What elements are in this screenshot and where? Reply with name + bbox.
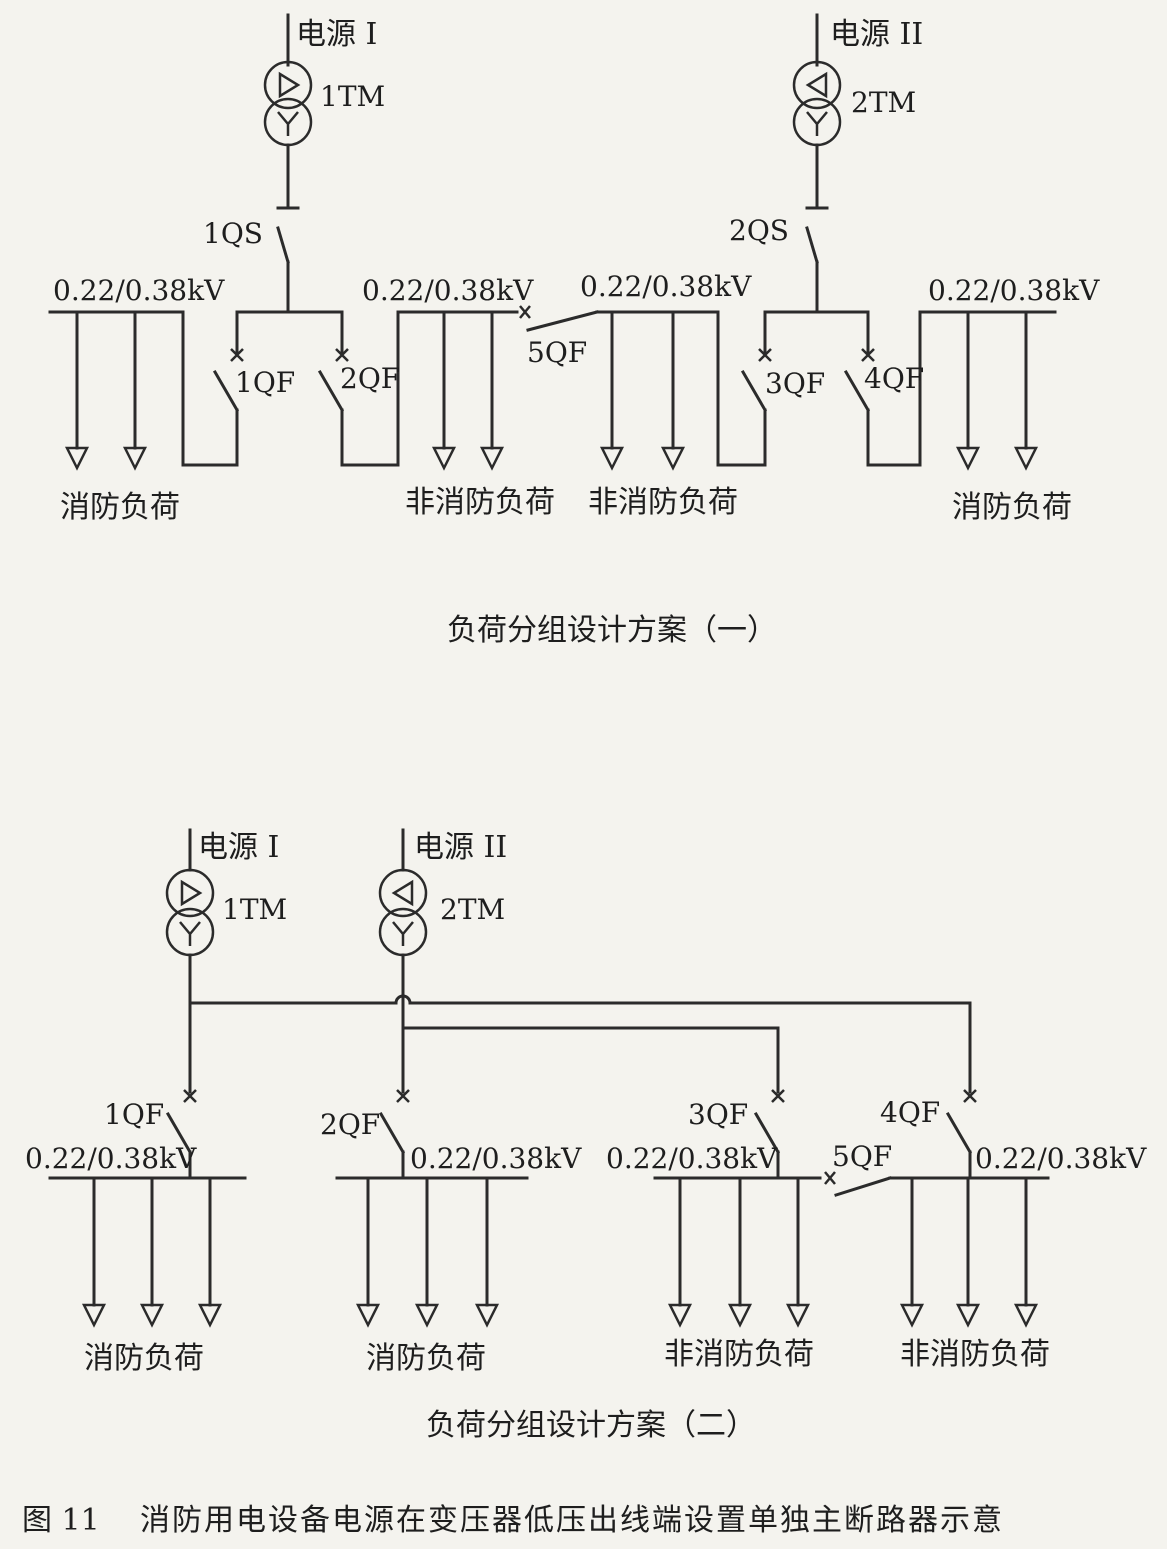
load-label: 消防负荷 [952,490,1072,525]
transformer-1-label: 1TM [320,80,385,113]
scheme-two: 电源 I 电源 II 1TM 2TM 1QF 2QF 3QF 4QF 5QF 0… [25,828,1147,1443]
transformer-1-label: 1TM [222,893,287,926]
switch-2qs [805,226,819,264]
figure-number: 图 11 [22,1503,100,1538]
breaker-label: 5QF [832,1140,892,1173]
breaker-2qf [378,1089,410,1180]
breaker-5qf [824,1171,892,1197]
breaker-4qf [945,1089,977,1180]
source-2-label: 电源 II [414,830,507,865]
load-label: 非消防负荷 [900,1337,1050,1372]
breaker-2qf [317,348,349,467]
scheme-caption: 负荷分组设计方案（一） [447,613,777,648]
scheme-caption: 负荷分组设计方案（二） [426,1408,756,1443]
bus-voltage-label: 0.22/0.38kV [928,274,1100,307]
bus-voltage-label: 0.22/0.38kV [25,1142,197,1175]
bus-voltage-label: 0.22/0.38kV [410,1142,582,1175]
bus-voltage-label: 0.22/0.38kV [975,1142,1147,1175]
breaker-label: 1QF [235,366,295,399]
switch-1qs [276,226,290,264]
bus-voltage-label: 0.22/0.38kV [362,274,534,307]
breaker-5qf [519,305,599,332]
breaker-label: 5QF [527,336,587,369]
transformer-1tm-secondary [263,97,313,147]
load-label: 非消防负荷 [405,485,555,520]
switch-1qs-label: 1QS [203,217,263,250]
breaker-4qf [843,348,875,467]
switch-2qs-label: 2QS [729,214,789,247]
bus-voltage-label: 0.22/0.38kV [606,1142,778,1175]
bus-voltage-label: 0.22/0.38kV [580,270,752,303]
transformer-2tm-primary [378,868,428,918]
scheme-one: 电源 I 电源 II 1TM 2TM 1QS 2QS 0.22/0.38kV 0… [48,13,1100,648]
breaker-label: 2QF [340,362,400,395]
source-2-label: 电源 II [830,17,923,52]
breaker-label: 3QF [765,367,825,400]
breaker-3qf [740,348,772,467]
source-1-label: 电源 I [296,17,377,52]
bus-voltage-label: 0.22/0.38kV [53,274,225,307]
transformer-1tm-primary [165,868,215,918]
breaker-label: 3QF [688,1098,748,1131]
load-label: 消防负荷 [60,490,180,525]
transformer-2tm-primary [792,60,842,110]
transformer-1tm-primary [263,60,313,110]
transformer-2tm-secondary [792,97,842,147]
breaker-label: 2QF [320,1108,380,1141]
transformer-2-label: 2TM [851,86,916,119]
source-1-label: 电源 I [198,830,279,865]
load-label: 消防负荷 [84,1341,204,1376]
transformer-2-label: 2TM [440,893,505,926]
breaker-label: 4QF [864,362,924,395]
load-label: 非消防负荷 [588,485,738,520]
load-label: 消防负荷 [366,1341,486,1376]
breaker-1qf [165,1089,197,1180]
load-label: 非消防负荷 [664,1337,814,1372]
load-drops-scheme-two [81,1176,1039,1328]
breaker-1qf [212,348,244,467]
breaker-3qf [753,1089,785,1180]
breaker-label: 1QF [104,1098,164,1131]
breaker-label: 4QF [880,1096,940,1129]
load-drops-scheme-one [64,310,1039,471]
figure-title: 消防用电设备电源在变压器低压出线端设置单独主断路器示意 [140,1503,1004,1538]
